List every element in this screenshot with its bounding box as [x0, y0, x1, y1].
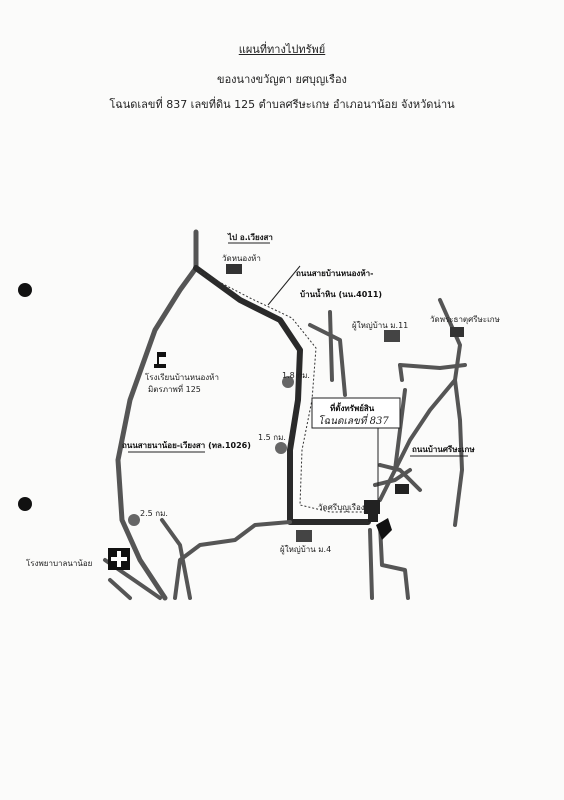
- label-dist-1-8: 1.8 กม.: [282, 371, 310, 380]
- label-wat-nong-ha: วัดหนองห้า: [222, 254, 261, 263]
- dotted-route: [199, 271, 366, 513]
- punch-hole-top: [18, 283, 32, 297]
- label-road-na-noi-wiang-sa: ถนนสายนาน้อย-เวียงสา (ทล.1026): [122, 440, 251, 450]
- hospital-icon: [108, 548, 130, 570]
- label-village-head-4: ผู้ใหญ่บ้าน ม.4: [280, 545, 331, 555]
- road-south: [103, 518, 410, 600]
- owner-name: ของนางขวัญตา ยศบุญเรือง: [217, 73, 347, 86]
- highway-1026: [115, 229, 199, 601]
- label-hospital: โรงพยาบาลนาน้อย: [26, 558, 92, 568]
- school-flag-icon: [154, 352, 166, 368]
- label-wat-sri-bun-rueang: วัดศรีบุญเรือง: [318, 503, 365, 512]
- road-sri-sa-ket: [308, 298, 467, 527]
- distance-marker: [282, 376, 294, 388]
- location-arrow-icon: [376, 518, 392, 540]
- label-road-sri-sa-ket: ถนนบ้านศรีษะเกษ: [412, 444, 475, 454]
- map-title: แผนที่ทางไปทรัพย์: [238, 43, 326, 56]
- village-head-icon: [296, 330, 400, 542]
- label-road-nong-ha-1: ถนนสายบ้านหนองห้า-: [296, 268, 373, 278]
- label-dist-1-5: 1.5 กม.: [258, 433, 286, 442]
- label-dist-2-5: 2.5 กม.: [140, 509, 168, 518]
- label-school-2: มิตรภาพที่ 125: [148, 383, 201, 394]
- road-nong-ha-nam-hin: [193, 265, 371, 525]
- label-school-1: โรงเรียนบ้านหนองห้า: [145, 372, 219, 382]
- label-village-head-11: ผู้ใหญ่บ้าน ม.11: [352, 321, 408, 331]
- distance-marker: [128, 514, 140, 526]
- label-to-wiang-sa: ไป อ.เวียงสา: [227, 232, 273, 242]
- label-wat-phra-that: วัดพระธาตุศรีษะเกษ: [430, 315, 500, 324]
- label-property: ที่ตั้งทรัพย์สิน: [330, 402, 375, 413]
- distance-marker: [275, 442, 287, 454]
- temple-icon: [226, 264, 464, 522]
- pointer-line: [267, 265, 301, 306]
- deed-info: โฉนดเลขที่ 837 เลขที่ดิน 125 ตำบลศรีษะเก…: [109, 98, 455, 111]
- property-callout: [311, 397, 401, 429]
- label-property-deed: โฉนดเลขที่ 837: [318, 413, 389, 427]
- label-road-nong-ha-2: บ้านน้ำหิน (นน.4011): [300, 288, 382, 299]
- punch-hole-bottom: [18, 497, 32, 511]
- property-parcel: [395, 484, 409, 494]
